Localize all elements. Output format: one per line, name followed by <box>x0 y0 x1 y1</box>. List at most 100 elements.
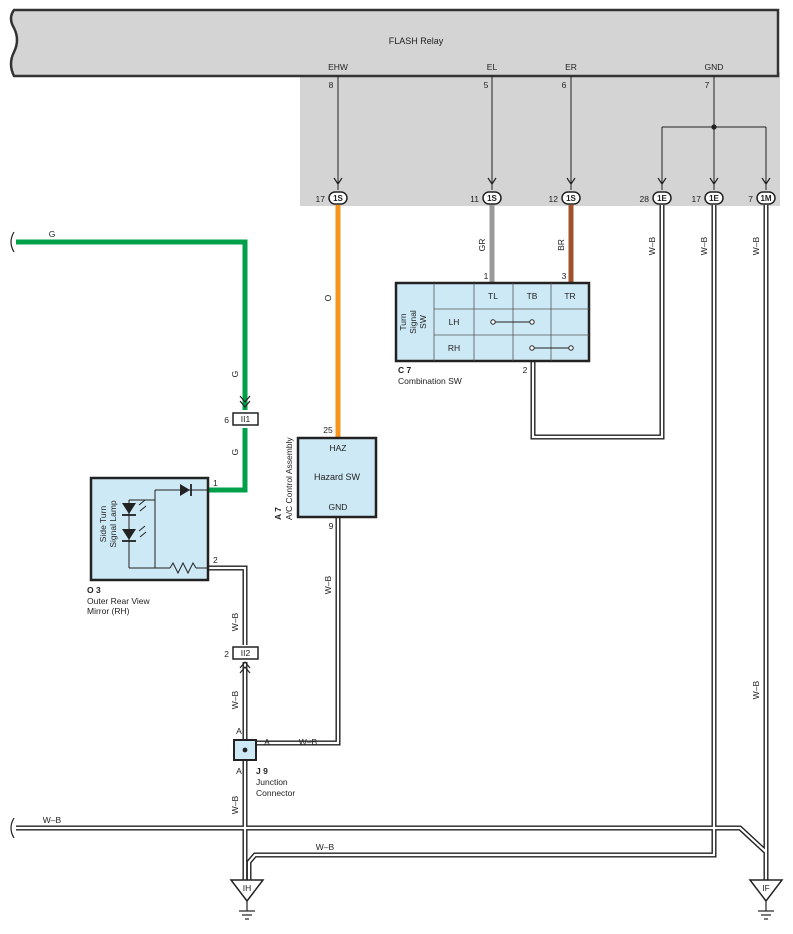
wire-break-left-top <box>10 231 15 253</box>
wire-label-g: G <box>230 371 240 378</box>
connector-pill <box>328 191 348 205</box>
relay-pin-name-el: EL <box>487 62 498 72</box>
mirror-id: O 3 <box>87 585 101 595</box>
hazard-gnd-label: GND <box>329 502 348 512</box>
wire-label-wb: W–B <box>699 236 709 255</box>
switch-header-tr: TR <box>564 291 575 301</box>
combination-sw-id: C 7 <box>398 365 412 375</box>
connector-code: 1M <box>760 194 771 203</box>
chevron-arrow <box>239 661 251 669</box>
wire-break-left-bottom <box>10 817 15 839</box>
flash-relay-box <box>9 8 780 78</box>
connector-code: 1S <box>566 194 576 203</box>
switch-side-label: SW <box>418 315 428 329</box>
junction-pin-right: A <box>264 737 270 747</box>
wire-label-o: O <box>323 294 333 301</box>
relay-arrowheads <box>333 177 771 186</box>
wire-wb-group <box>16 205 769 880</box>
hazard-pin-gnd: 9 <box>329 521 334 531</box>
switch-row-rh: RH <box>448 343 460 353</box>
inline-connector-pin: 2 <box>224 649 229 659</box>
relay-pin-name-gnd: GND <box>705 62 724 72</box>
switch-header-tl: TL <box>488 291 498 301</box>
hazard-pin-haz: 25 <box>323 425 333 435</box>
wire-green <box>16 239 248 493</box>
wire-label-wb: W–B <box>323 575 333 594</box>
connector-pin-number: 17 <box>692 194 702 204</box>
switch-row-lh: LH <box>449 317 460 327</box>
chevron-arrow <box>239 666 251 674</box>
wire-label-br: BR <box>556 239 566 251</box>
switch-side-label: Signal <box>408 310 418 334</box>
chevron-arrow <box>239 400 251 408</box>
relay-pin-num-5: 5 <box>484 80 489 90</box>
ground-if-label: IF <box>762 883 770 893</box>
inline-connector-pin: 6 <box>224 415 229 425</box>
wire-label-wb: W–B <box>230 690 240 709</box>
connector-pill <box>704 191 724 205</box>
ground-ih-label: IH <box>243 883 252 893</box>
junction-name-line2: Connector <box>256 788 295 798</box>
inline-connector-code: II1 <box>241 414 251 424</box>
connector-pin-number: 11 <box>470 194 479 204</box>
switch-pin-out: 2 <box>523 365 528 375</box>
inline-connector-ii1 <box>232 412 259 426</box>
combination-switch <box>394 281 591 363</box>
hazard-switch-box <box>296 436 378 519</box>
wire-label-g: G <box>49 229 56 239</box>
ground-ih <box>229 879 265 920</box>
mirror-lamp-box <box>89 476 210 582</box>
relay-pin-num-6: 6 <box>562 80 567 90</box>
wire-label-wb: W–B <box>751 236 761 255</box>
ac-control-name: A/C Control Assembly <box>284 437 294 520</box>
junction-pin-bottom: A <box>236 766 242 776</box>
mirror-lamp-label: Signal Lamp <box>108 500 118 548</box>
connector-pill <box>561 191 581 205</box>
switch-pin-tr: 3 <box>562 271 567 281</box>
junction-pin-top: A <box>236 726 242 736</box>
relay-pin-name-ehw: EHW <box>328 62 348 72</box>
mirror-name-line1: Outer Rear View <box>87 596 151 606</box>
relay-pin-num-8: 8 <box>329 80 334 90</box>
connector-code: 1E <box>709 194 719 203</box>
connector-pill <box>652 191 672 205</box>
switch-side-label: Turn <box>398 313 408 330</box>
mirror-name-line2: Mirror (RH) <box>87 606 130 616</box>
connector-code: 1S <box>487 194 497 203</box>
wire-label-wb: W–B <box>751 680 761 699</box>
mirror-lamp-label: Side Turn <box>98 506 108 543</box>
wire-label-wb: W–B <box>316 842 335 852</box>
hazard-sw-label: Hazard SW <box>314 472 361 482</box>
ground-if <box>748 879 784 920</box>
junction-name-line1: Junction <box>256 777 288 787</box>
relay-pin-num-7: 7 <box>705 80 710 90</box>
connector-pill <box>756 191 776 205</box>
junction-id: J 9 <box>256 766 268 776</box>
connector-pin-number: 7 <box>748 194 753 204</box>
connector-pin-number: 12 <box>549 194 559 204</box>
relay-connectors <box>328 191 776 205</box>
relay-lower-panel <box>300 72 780 206</box>
junction-dot <box>242 747 248 753</box>
connector-pin-number: 17 <box>316 194 326 204</box>
wire-label-wb: W–B <box>647 236 657 255</box>
switch-header-tb: TB <box>527 291 538 301</box>
wire-label-gr: GR <box>477 239 487 252</box>
flash-relay-title: FLASH Relay <box>389 36 444 46</box>
relay-gnd-junction-dot <box>711 124 717 130</box>
connector-pill <box>482 191 502 205</box>
inline-connector-ii2 <box>232 646 259 660</box>
wire-label-wb: W–B <box>299 737 318 747</box>
mirror-pin-1: 1 <box>213 478 218 488</box>
hazard-haz-label: HAZ <box>330 443 347 453</box>
relay-internal-wiring <box>337 76 767 190</box>
connector-code: 1S <box>333 194 343 203</box>
combination-sw-name: Combination SW <box>398 376 462 386</box>
chevron-arrow <box>239 395 251 403</box>
mirror-pin-2: 2 <box>213 555 218 565</box>
connector-pin-number: 28 <box>640 194 650 204</box>
wire-label-wb: W–B <box>43 815 62 825</box>
wire-label-wb: W–B <box>230 612 240 631</box>
relay-pin-name-er: ER <box>565 62 577 72</box>
